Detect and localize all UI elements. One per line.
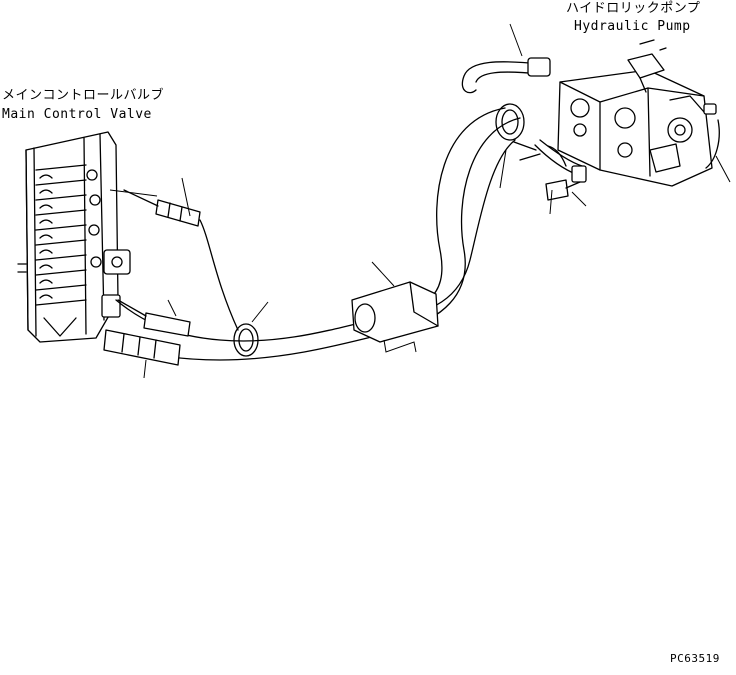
drawing-code: PC63519	[670, 652, 720, 665]
hydraulic-pump-drawing	[557, 39, 717, 187]
main-control-valve-label-jp: メインコントロールバルブ	[2, 88, 165, 103]
main-control-valve-drawing	[17, 131, 131, 343]
leader-lines	[109, 23, 731, 379]
hydraulic-pump-label-en: Hydraulic Pump	[574, 19, 691, 34]
main-control-valve-label-en: Main Control Valve	[2, 107, 152, 122]
hydraulic-pump-label-jp: ハイドロリックポンプ	[566, 1, 701, 16]
